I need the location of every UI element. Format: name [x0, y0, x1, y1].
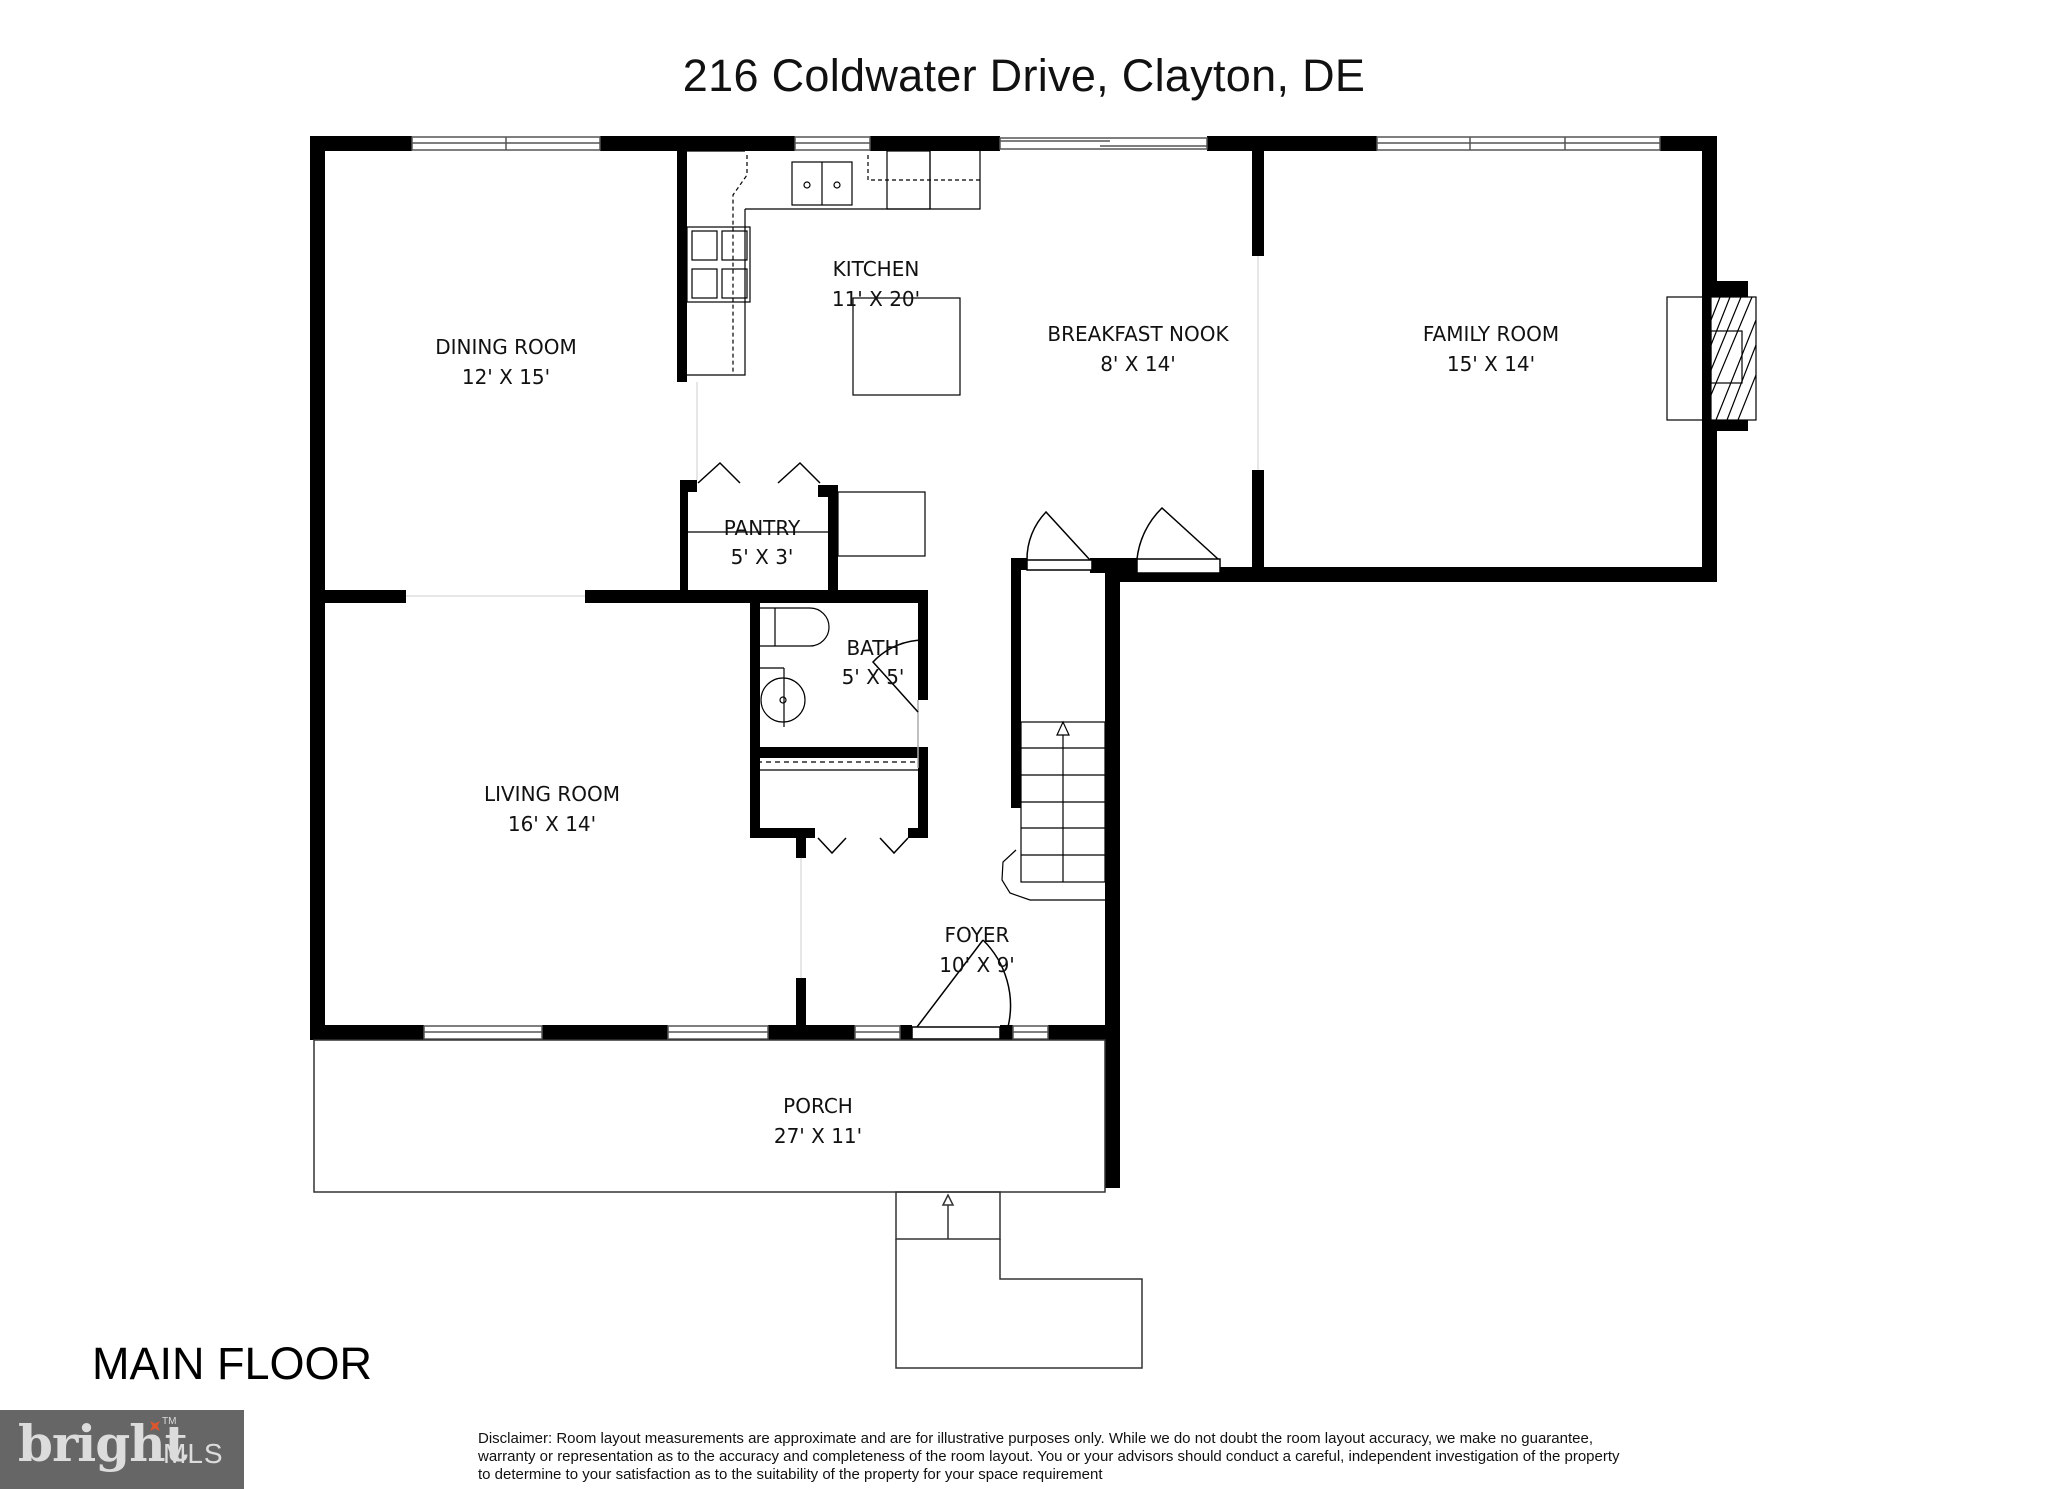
- windows: [411, 136, 1661, 1040]
- room-kitchen-name: KITCHEN: [833, 257, 920, 281]
- logo-suffix: MLS: [163, 1438, 224, 1469]
- room-dining-dimensions: 12' X 15': [462, 365, 550, 389]
- porch: [313, 1039, 1143, 1369]
- room-foyer-dimensions: 10' X 9': [939, 953, 1015, 977]
- room-living-name: LIVING ROOM: [484, 782, 620, 806]
- room-family-name: FAMILY ROOM: [1423, 322, 1559, 346]
- kitchen-fixtures: [686, 150, 981, 557]
- room-dining-name: DINING ROOM: [435, 335, 577, 359]
- room-foyer-name: FOYER: [945, 923, 1010, 947]
- room-porch-dimensions: 27' X 11': [774, 1124, 862, 1148]
- bright-mls-logo: bright TM MLS: [0, 1410, 244, 1489]
- fireplace: [1666, 296, 1757, 421]
- page-title: 216 Coldwater Drive, Clayton, DE: [682, 50, 1366, 101]
- walls: [310, 136, 1748, 1188]
- disclaimer-text: Disclaimer: Room layout measurements are…: [478, 1430, 1620, 1483]
- room-breakfast-nook-name: BREAKFAST NOOK: [1047, 322, 1229, 346]
- openings: [406, 256, 1259, 978]
- room-pantry-name: PANTRY: [724, 516, 801, 540]
- logo-trademark: TM: [162, 1416, 177, 1427]
- room-bath-dimensions: 5' X 5': [842, 665, 905, 689]
- bath-fixtures: [760, 607, 830, 727]
- room-bath-name: BATH: [846, 636, 899, 660]
- room-kitchen-dimensions: 11' X 20': [832, 287, 920, 311]
- room-living-dimensions: 16' X 14': [508, 812, 596, 836]
- room-porch-name: PORCH: [783, 1094, 853, 1118]
- room-breakfast-nook-dimensions: 8' X 14': [1100, 352, 1176, 376]
- closet: [757, 761, 918, 771]
- doors: [697, 461, 1221, 1040]
- room-pantry-dimensions: 5' X 3': [731, 545, 794, 569]
- stairs: [1001, 720, 1106, 901]
- floor-label: MAIN FLOOR: [92, 1338, 373, 1389]
- room-family-dimensions: 15' X 14': [1447, 352, 1535, 376]
- logo-wordmark: bright: [18, 1414, 188, 1473]
